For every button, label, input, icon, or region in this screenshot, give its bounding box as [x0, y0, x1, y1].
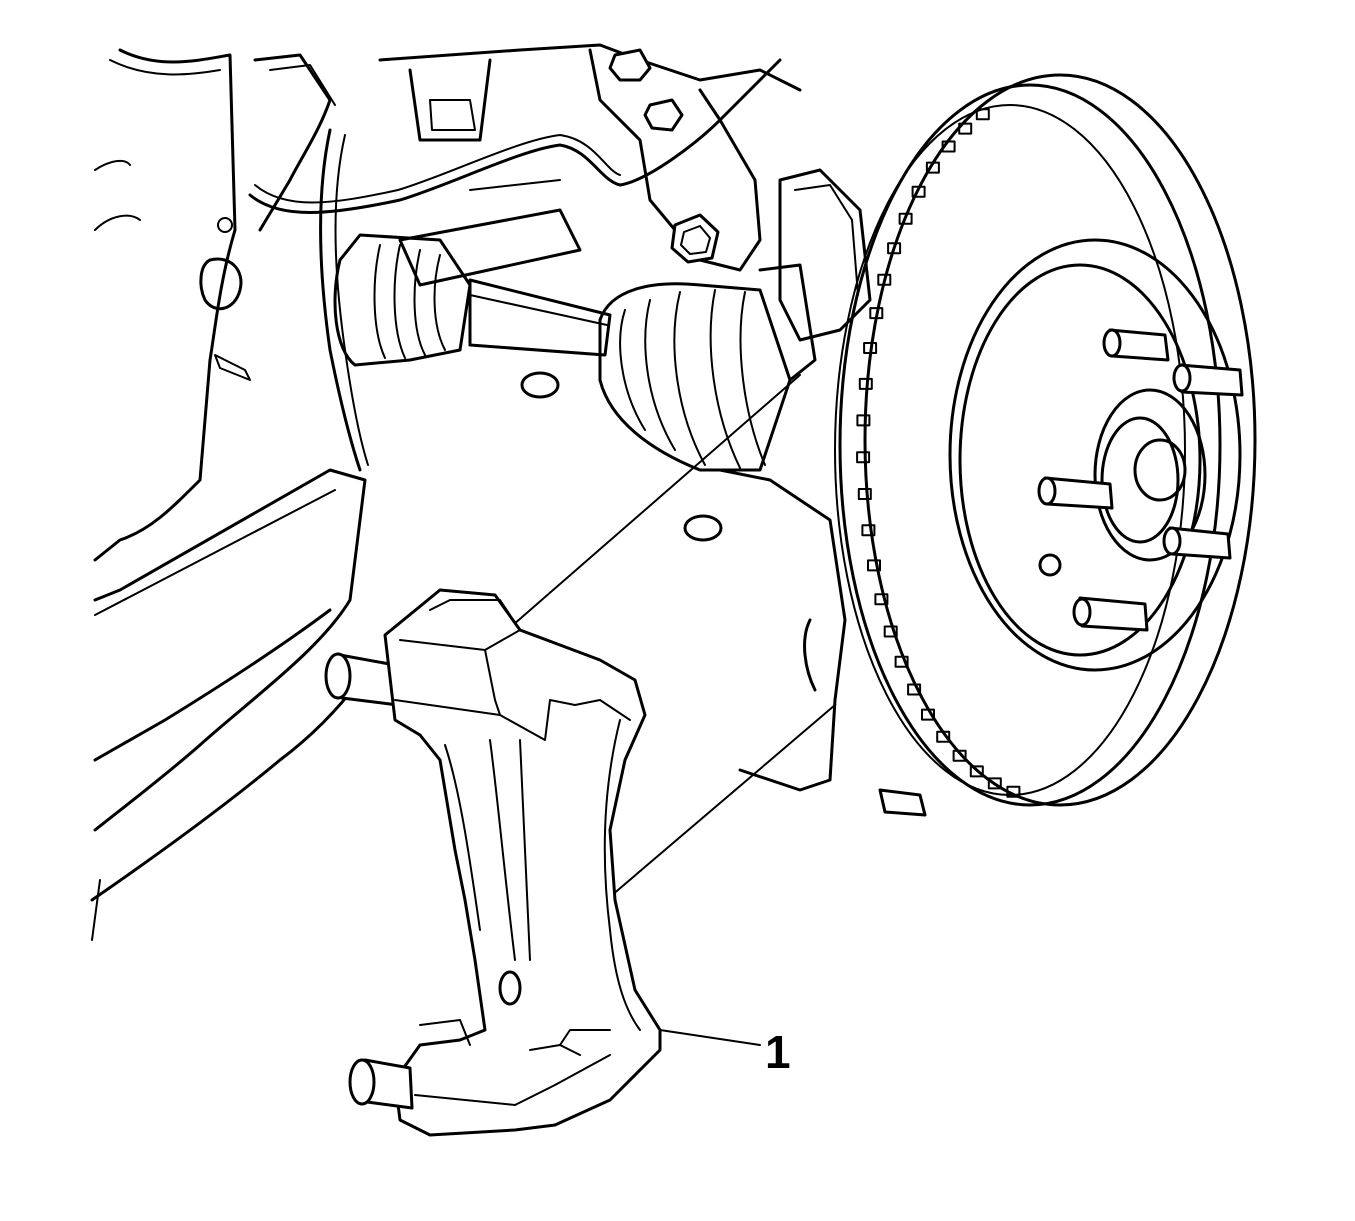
vent-slot: [877, 273, 892, 286]
vent-slot: [1006, 785, 1021, 798]
callout-leader-line: [659, 1029, 761, 1046]
vent-slot: [941, 140, 956, 153]
vent-slot: [958, 122, 973, 135]
drive-axle: [333, 233, 792, 542]
nut: [670, 213, 720, 264]
rotor-vents: [856, 108, 1021, 798]
callout-1: 1: [659, 1026, 791, 1078]
wheel-stud: [1037, 476, 1114, 510]
vent-slot: [887, 242, 902, 255]
vent-slot: [857, 488, 872, 500]
brake-rotor: [834, 73, 1257, 807]
wheel-stud: [1102, 328, 1170, 362]
callout-number: 1: [765, 1026, 791, 1078]
wheel-stud: [1172, 363, 1244, 397]
vent-slot: [898, 212, 913, 225]
vent-slot: [874, 593, 889, 606]
vent-slot: [869, 307, 884, 320]
vent-slot: [911, 185, 926, 198]
vent-slot: [894, 655, 909, 668]
vent-slot: [936, 730, 951, 743]
vent-slot: [856, 451, 871, 464]
vent-slot: [952, 749, 967, 762]
steering-knuckle: [718, 168, 927, 817]
wheel-stud: [1162, 526, 1232, 560]
nut: [643, 98, 684, 132]
vent-slot: [907, 683, 922, 696]
nut: [608, 48, 652, 82]
wheel-stud: [1072, 596, 1149, 632]
vent-slot: [856, 414, 871, 427]
vent-slot: [987, 777, 1002, 790]
vent-slot: [867, 559, 881, 572]
vent-slot: [863, 342, 878, 354]
vent-slot: [883, 625, 898, 638]
body-panel: [90, 48, 369, 941]
caliper-bracket: [324, 588, 662, 1137]
subframe: [248, 43, 802, 287]
vent-slot: [969, 765, 984, 778]
vent-slot: [975, 108, 990, 121]
vent-slot: [858, 377, 873, 390]
vent-slot: [925, 161, 940, 174]
vent-slot: [861, 524, 876, 537]
vent-slot: [921, 708, 935, 721]
